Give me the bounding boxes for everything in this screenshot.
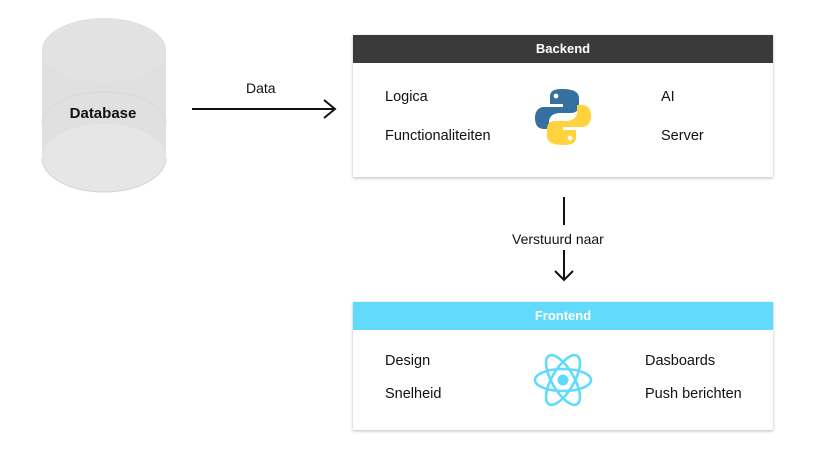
frontend-item-snelheid: Snelheid: [385, 386, 442, 402]
data-arrow-label: Data: [246, 80, 276, 96]
python-logo-icon: [535, 89, 591, 145]
connector-line-icon: [563, 197, 565, 225]
backend-header: Backend: [353, 35, 773, 63]
frontend-item-design: Design: [385, 353, 431, 369]
down-arrow-icon: [554, 250, 574, 282]
database-label: Database: [69, 105, 137, 122]
frontend-card: Frontend Design Snelheid Dasboards Push …: [353, 302, 773, 430]
backend-item-server: Server: [661, 128, 704, 144]
data-arrow-icon: [192, 99, 337, 119]
connector-label: Verstuurd naar: [512, 231, 604, 247]
frontend-item-dasboards: Dasboards: [645, 353, 716, 369]
backend-item-functionaliteiten: Functionaliteiten: [385, 128, 491, 144]
backend-item-ai: AI: [661, 89, 675, 105]
backend-card: Backend Logica Functionaliteiten AI Serv…: [353, 35, 773, 177]
backend-item-logica: Logica: [385, 89, 428, 105]
frontend-header: Frontend: [353, 302, 773, 330]
react-logo-icon: [533, 353, 593, 407]
frontend-item-push-berichten: Push berichten: [645, 386, 742, 402]
database-cylinder-icon: [41, 18, 167, 193]
